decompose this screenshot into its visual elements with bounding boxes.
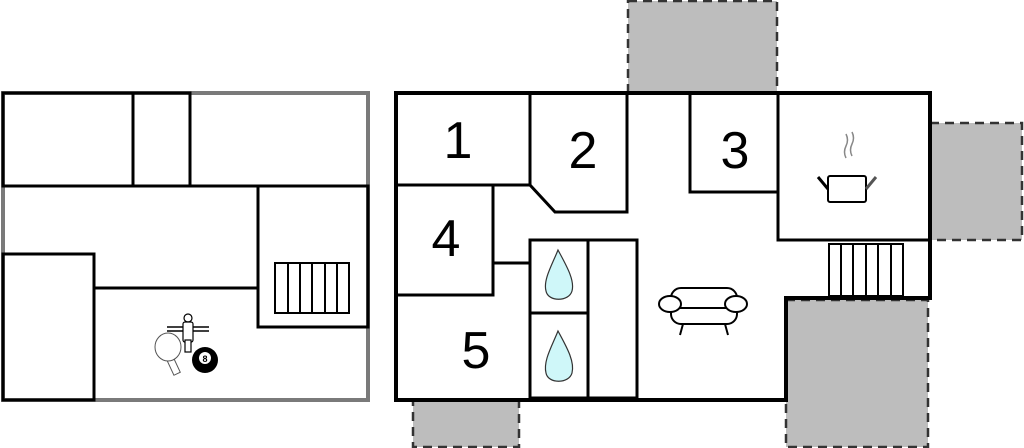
room-3-wall [688,93,778,194]
lower-floor-outline [1,91,370,402]
cooking-pot-icon [816,131,878,203]
room-4-wall [396,185,495,297]
terrace-bottom-left [411,398,521,448]
stairs-icon [274,262,350,314]
room-1-label: 1 [444,112,473,170]
ping-pong-icon [154,332,182,376]
sofa-icon [658,287,748,336]
room-3-label: 3 [721,122,750,180]
terrace-bottom-right [784,298,930,448]
billiard-ball-icon: 8 [192,347,218,373]
lower-room-bottom-left [1,252,96,402]
lower-floor: 8 [1,91,370,402]
room-5-label: 5 [462,322,491,380]
main-floor: 1 2 3 4 5 [394,0,1024,448]
billiard-ball-number: 8 [202,354,207,364]
table-football-icon [167,313,209,353]
stairs-icon [828,243,904,297]
room-2-wall [528,93,629,214]
terrace-top [626,0,779,95]
kitchen-wall [776,93,930,242]
room-4-label: 4 [432,210,461,268]
water-drop-icon [544,329,574,382]
terrace-right [928,121,1024,242]
water-drop-icon [544,248,574,300]
bathroom-block [528,238,639,400]
room-2-label: 2 [569,122,598,180]
lower-stair-room [256,184,370,329]
